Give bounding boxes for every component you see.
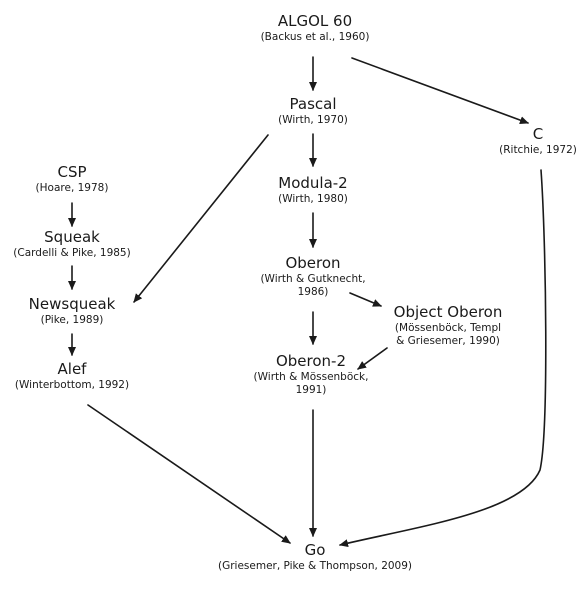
node-go: Go (Griesemer, Pike & Thompson, 2009) [218, 541, 412, 573]
node-subtitle: (Pike, 1989) [40, 314, 104, 326]
node-title: Pascal [289, 95, 337, 113]
node-title: Oberon [285, 254, 341, 272]
node-csp: CSP (Hoare, 1978) [36, 163, 109, 195]
node-subtitle: (Wirth, 1980) [278, 193, 348, 205]
node-title: CSP [57, 163, 87, 181]
node-c: C (Ritchie, 1972) [499, 125, 577, 157]
node-subtitle: (Ritchie, 1972) [499, 144, 577, 156]
edge-algol60-c [351, 57, 529, 124]
node-title: C [532, 125, 544, 143]
node-title: Alef [57, 360, 87, 378]
node-subtitle: 1986) [297, 286, 329, 298]
node-subtitle: (Cardelli & Pike, 1985) [13, 247, 131, 259]
node-object-oberon: Object Oberon (Mössenböck, Templ & Gries… [394, 303, 503, 348]
edge-oberon-object-oberon [349, 292, 382, 307]
node-subtitle: (Hoare, 1978) [35, 182, 109, 194]
edge-pascal-newsqueak [133, 134, 269, 303]
node-title: Newsqueak [28, 295, 116, 313]
node-modula2: Modula-2 (Wirth, 1980) [278, 174, 348, 206]
node-algol60: ALGOL 60 (Backus et al., 1960) [261, 12, 370, 44]
node-subtitle: (Wirth, 1970) [278, 114, 348, 126]
node-subtitle: (Winterbottom, 1992) [14, 379, 130, 391]
node-pascal: Pascal (Wirth, 1970) [278, 95, 348, 127]
node-subtitle: 1991) [295, 384, 327, 396]
node-subtitle: (Wirth & Mössenböck, [253, 371, 369, 383]
edge-object-oberon-oberon2 [357, 347, 388, 370]
node-newsqueak: Newsqueak (Pike, 1989) [29, 295, 116, 327]
node-squeak: Squeak (Cardelli & Pike, 1985) [13, 228, 130, 260]
node-subtitle: (Mössenböck, Templ [394, 322, 502, 334]
node-oberon2: Oberon-2 (Wirth & Mössenböck, 1991) [254, 352, 369, 397]
node-subtitle: (Griesemer, Pike & Thompson, 2009) [217, 560, 413, 572]
node-oberon: Oberon (Wirth & Gutknecht, 1986) [260, 254, 365, 299]
node-title: Modula-2 [278, 174, 348, 192]
node-title: Squeak [44, 228, 100, 246]
node-title: Object Oberon [393, 303, 503, 321]
node-subtitle: (Wirth & Gutknecht, [260, 273, 366, 285]
node-title: ALGOL 60 [277, 12, 353, 30]
node-title: Oberon-2 [275, 352, 347, 370]
node-subtitle: & Griesemer, 1990) [396, 335, 500, 347]
edge-c-go [339, 169, 547, 548]
node-alef: Alef (Winterbottom, 1992) [15, 360, 129, 392]
node-subtitle: (Backus et al., 1960) [260, 31, 370, 43]
edge-alef-go [87, 404, 291, 544]
node-title: Go [304, 541, 326, 559]
